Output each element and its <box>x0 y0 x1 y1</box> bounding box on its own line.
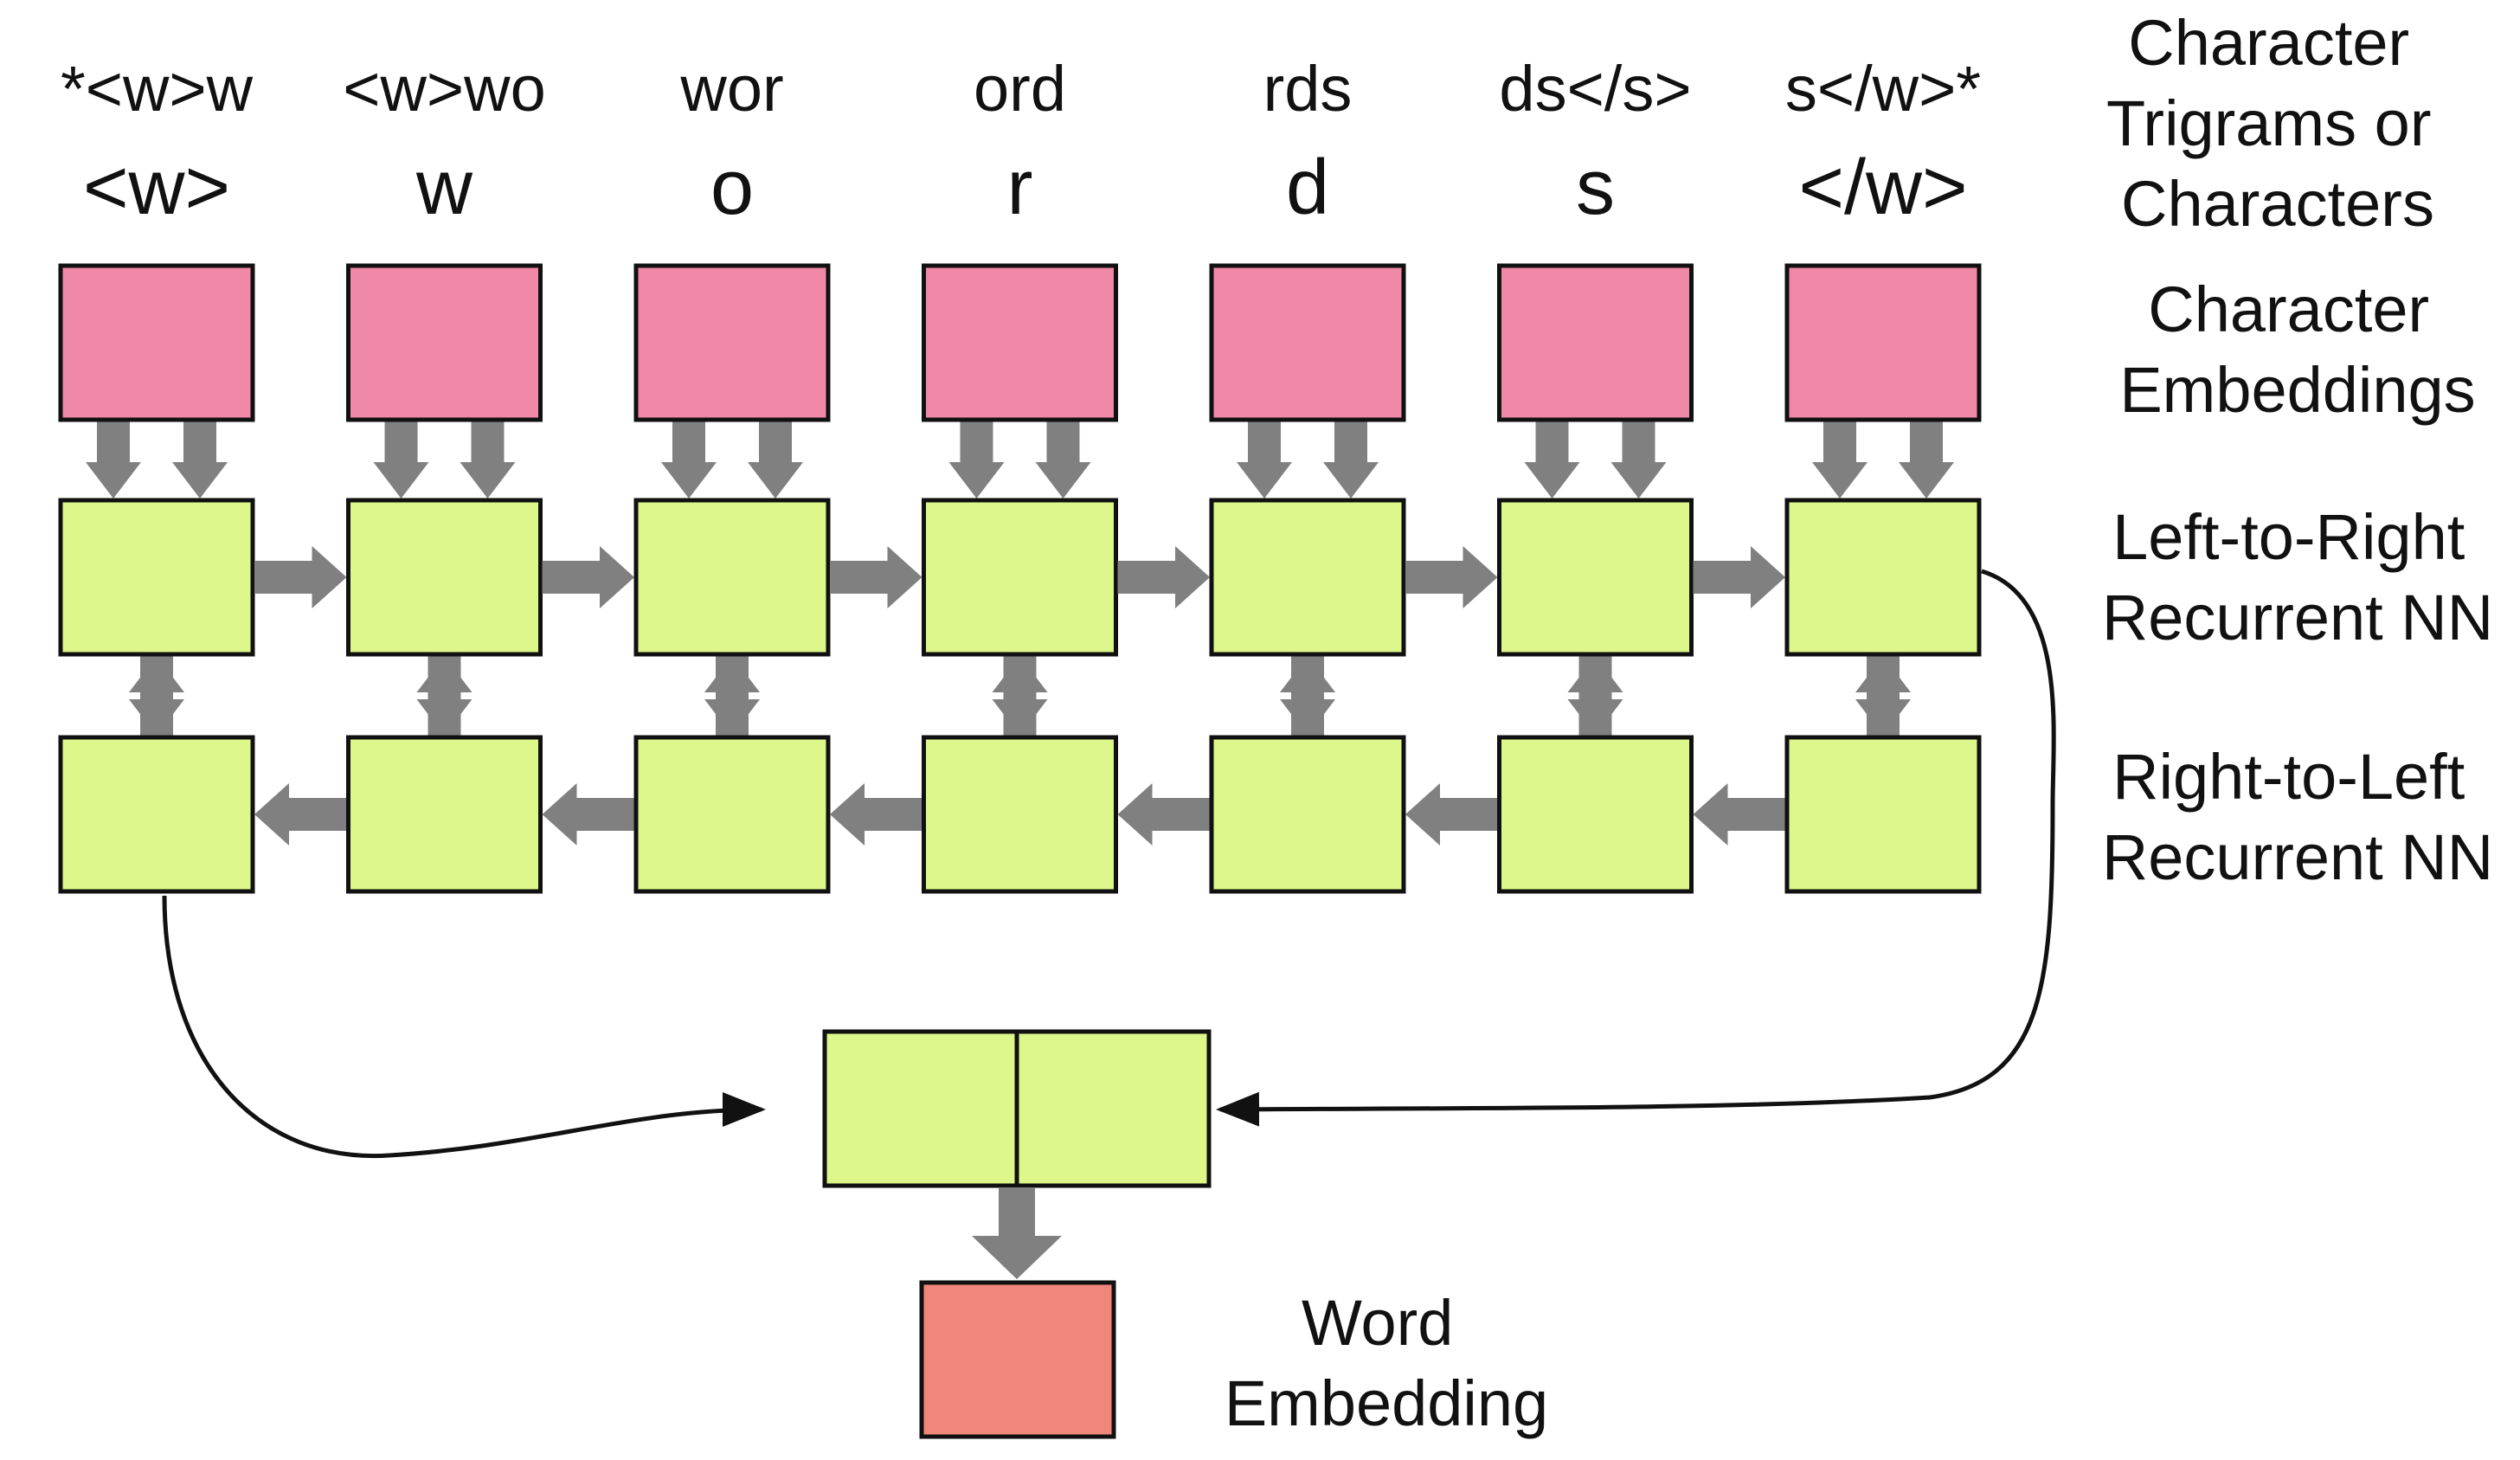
char-label-1: w <box>415 145 473 231</box>
char-embedding-box-2 <box>633 263 831 422</box>
emb-to-ltr-arrow-b-4 <box>1323 420 1379 498</box>
char-embedding-box-5 <box>1497 263 1694 422</box>
rtl-rnn-cell-1 <box>346 735 543 894</box>
ltr-recurrent-arrow-3 <box>1117 546 1210 608</box>
label-char-embeddings-line1: Character <box>2148 273 2429 345</box>
label-word-embedding: Word Embedding <box>1225 1287 1548 1439</box>
char-embedding-box-4 <box>1209 263 1406 422</box>
trigram-label-5: ds</s> <box>1499 53 1691 125</box>
rtl-recurrent-arrow-2 <box>830 783 922 846</box>
rtl-rnn-cell-5 <box>1497 735 1694 894</box>
emb-to-ltr-arrow-b-6 <box>1899 420 1954 498</box>
emb-to-ltr-arrow-a-3 <box>948 420 1005 498</box>
rtl-recurrent-arrow-5 <box>1693 783 1785 846</box>
label-ltr-rnn-line1: Left-to-Right <box>2112 501 2465 573</box>
emb-to-ltr-arrow-b-1 <box>460 420 516 498</box>
rtl-recurrent-arrow-3 <box>1117 783 1210 846</box>
ltr-recurrent-arrow-4 <box>1405 546 1498 608</box>
emb-to-ltr-arrow-a-0 <box>86 420 141 498</box>
rtl-rnn-cell-3 <box>922 735 1118 894</box>
ltr-final-to-concat-curve <box>1216 569 2056 1127</box>
label-char-embeddings: Character Embeddings <box>2119 273 2475 426</box>
label-char-input-line2: Trigrams or <box>2106 87 2432 159</box>
label-word-embedding-line1: Word <box>1302 1287 1453 1359</box>
label-ltr-rnn: Left-to-Right Recurrent NN <box>2102 501 2493 653</box>
trigram-label-1: <w>wo <box>343 53 545 125</box>
char-label-4: d <box>1286 145 1329 231</box>
columns-layer: *<w>w <w> <w>wo w wor o ord r rds d ds</s> s s</w>* <… <box>58 53 1982 894</box>
trigram-label-4: rds <box>1263 53 1353 125</box>
label-char-input-line3: Characters <box>2121 168 2434 240</box>
trigram-label-2: wor <box>679 53 783 125</box>
char-label-3: r <box>1007 145 1033 231</box>
emb-to-ltr-arrow-b-0 <box>172 420 228 498</box>
label-char-input: Character Trigrams or Characters <box>2106 7 2449 240</box>
ltr-recurrent-arrow-1 <box>542 546 634 608</box>
rtl-rnn-cell-2 <box>633 735 831 894</box>
ltr-recurrent-arrow-2 <box>830 546 922 608</box>
label-ltr-rnn-line2: Recurrent NN <box>2102 582 2493 653</box>
ltr-recurrent-arrow-5 <box>1693 546 1785 608</box>
word-embedding-box <box>919 1280 1116 1439</box>
trigram-label-6: s</w>* <box>1785 53 1981 125</box>
ltr-rtl-link-up-3 <box>992 656 1048 736</box>
concat-cell-left <box>822 1029 1019 1188</box>
emb-to-ltr-arrow-a-2 <box>661 420 717 498</box>
ltr-rnn-cell-4 <box>1209 498 1406 657</box>
char-label-2: o <box>710 145 754 231</box>
concat-vector <box>822 1029 1212 1188</box>
trigram-label-3: ord <box>974 53 1066 125</box>
ltr-recurrent-arrow-0 <box>254 546 347 608</box>
rtl-rnn-cell-0 <box>58 735 255 894</box>
emb-to-ltr-arrow-b-2 <box>748 420 803 498</box>
char-label-0: <w> <box>83 145 230 231</box>
ltr-rnn-cell-5 <box>1497 498 1694 657</box>
label-rtl-rnn-line1: Right-to-Left <box>2112 741 2465 813</box>
ltr-rnn-cell-6 <box>1784 498 1982 657</box>
ltr-rtl-link-up-6 <box>1855 656 1911 736</box>
ltr-rnn-cell-0 <box>58 498 255 657</box>
ltr-rtl-link-up-1 <box>416 656 472 736</box>
ltr-rnn-cell-1 <box>346 498 543 657</box>
ltr-rtl-link-up-4 <box>1280 656 1335 736</box>
concat-cell-right <box>1014 1029 1212 1188</box>
label-word-embedding-line2: Embedding <box>1225 1367 1548 1439</box>
char-embedding-box-3 <box>922 263 1118 422</box>
char-label-5: s <box>1576 145 1615 231</box>
emb-to-ltr-arrow-a-4 <box>1237 420 1292 498</box>
trigram-label-0: *<w>w <box>61 53 254 125</box>
label-rtl-rnn: Right-to-Left Recurrent NN <box>2102 741 2493 893</box>
rtl-rnn-cell-4 <box>1209 735 1406 894</box>
ltr-rnn-cell-3 <box>922 498 1118 657</box>
rtl-recurrent-arrow-0 <box>254 783 347 846</box>
emb-to-ltr-arrow-a-6 <box>1812 420 1868 498</box>
emb-to-ltr-arrow-b-3 <box>1035 420 1091 498</box>
ltr-rtl-link-up-2 <box>704 656 760 736</box>
rtl-rnn-cell-6 <box>1784 735 1982 894</box>
rtl-final-to-concat-curve <box>162 895 766 1159</box>
ltr-rtl-link-up-0 <box>129 656 184 736</box>
label-rtl-rnn-line2: Recurrent NN <box>2102 821 2493 893</box>
emb-to-ltr-arrow-a-1 <box>373 420 429 498</box>
label-char-embeddings-line2: Embeddings <box>2119 354 2475 426</box>
rtl-recurrent-arrow-4 <box>1405 783 1498 846</box>
char-embedding-box-0 <box>58 263 255 422</box>
ltr-rnn-cell-2 <box>633 498 831 657</box>
ltr-rtl-link-up-5 <box>1567 656 1623 736</box>
emb-to-ltr-arrow-b-5 <box>1610 420 1667 498</box>
char-label-6: </w> <box>1798 145 1967 231</box>
char-embedding-box-6 <box>1784 263 1982 422</box>
label-char-input-line1: Character <box>2128 7 2409 79</box>
emb-to-ltr-arrow-a-5 <box>1524 420 1580 498</box>
rtl-recurrent-arrow-1 <box>542 783 634 846</box>
char-embedding-box-1 <box>346 263 543 422</box>
concat-to-word-arrow <box>972 1187 1062 1279</box>
